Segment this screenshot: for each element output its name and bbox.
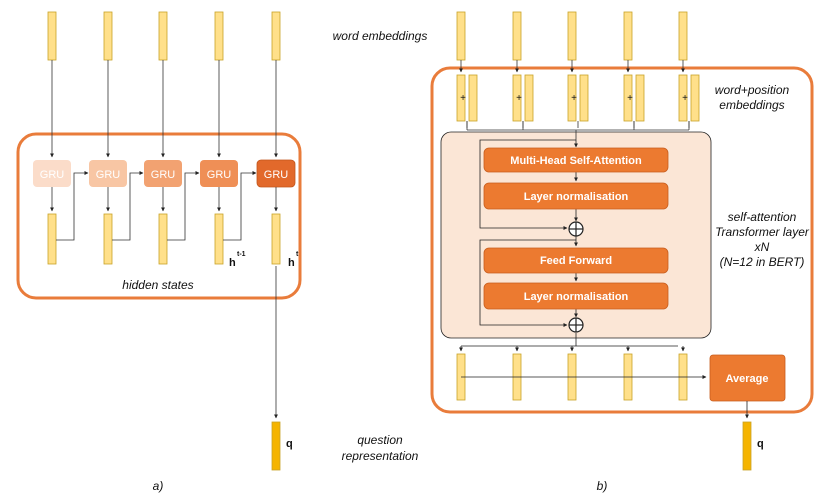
layer-normalisation-block-1 — [483, 182, 669, 210]
gru-cell-3: GRU — [200, 160, 238, 187]
panel-b-word-embedding-vectors — [456, 11, 688, 73]
word-vector-b-3 — [623, 11, 633, 61]
multi-head-self-attention-label: Multi-Head Self-Attention — [510, 155, 642, 167]
gru-cell-2: GRU — [144, 160, 182, 187]
gru-cell-1: GRU — [89, 160, 127, 187]
gru-label-2: GRU — [151, 169, 176, 181]
plus-sign-3: + — [627, 93, 633, 104]
panel-b-frame — [430, 66, 814, 414]
h-prev-superscript: t-1 — [237, 251, 246, 258]
panel-a-input-arrows — [50, 60, 278, 158]
word-pos-vector-2 — [567, 74, 577, 122]
panel-b-position-embeddings: + + + + + — [456, 74, 700, 140]
gru-label-4: GRU — [264, 169, 289, 181]
word-vector-a-0 — [47, 11, 57, 61]
position-vector-3 — [635, 74, 645, 122]
average-label: Average — [725, 373, 768, 385]
feed-forward-label: Feed Forward — [540, 255, 612, 267]
hidden-vector-0 — [47, 213, 57, 265]
gru-label-1: GRU — [96, 169, 121, 181]
h-prev-label: h — [229, 257, 236, 269]
word-pos-vector-0 — [456, 74, 466, 122]
position-vector-0 — [468, 74, 478, 122]
position-vector-2 — [579, 74, 589, 122]
panel-a-q-vector — [271, 421, 281, 471]
position-vector-1 — [524, 74, 534, 122]
word-pos-vector-3 — [623, 74, 633, 122]
sa-label-line1: self-attention — [728, 210, 797, 224]
sa-label-line3: xN — [754, 240, 770, 254]
sa-label-line4: (N=12 in BERT) — [720, 255, 805, 269]
hidden-vector-3 — [214, 213, 224, 265]
hidden-vector-4 — [271, 213, 281, 265]
gru-cell-4: GRU — [256, 159, 296, 188]
word-position-label-line1: word+position — [715, 83, 790, 97]
panel-b-output-arrows — [459, 346, 685, 352]
residual-add-icon-1 — [568, 221, 584, 237]
residual-add-icon-2 — [568, 317, 584, 333]
panel-a-gru-cells: GRU GRU GRU GRU GRU — [33, 159, 296, 188]
word-pos-vector-4 — [678, 74, 688, 122]
panel-b-caption: b) — [597, 479, 608, 493]
position-vector-4 — [690, 74, 700, 122]
multi-head-self-attention-block — [483, 147, 669, 173]
panel-a-caption: a) — [153, 479, 164, 493]
plus-sign-1: + — [516, 93, 522, 104]
question-label-line1: question — [357, 433, 403, 447]
word-vector-a-1 — [103, 11, 113, 61]
word-position-label-line2: embeddings — [719, 98, 784, 112]
hidden-states-label: hidden states — [122, 278, 193, 292]
word-vector-b-2 — [567, 11, 577, 61]
panel-a-hidden-states — [47, 171, 281, 265]
panel-b-q-label: q — [757, 438, 764, 450]
sa-label-line2: Transformer layer — [715, 225, 810, 239]
word-pos-vector-1 — [512, 74, 522, 122]
panel-a-word-embedding-vectors — [47, 11, 281, 61]
word-embeddings-label: word embeddings — [333, 29, 428, 43]
layer-normalisation-label-2: Layer normalisation — [524, 291, 629, 303]
gru-cell-0: GRU — [33, 160, 71, 187]
panel-b-q-vector — [742, 421, 752, 471]
panel-b: + + + + + word+position embeddings Multi-Hea… — [430, 11, 814, 493]
word-vector-a-4 — [271, 11, 281, 61]
feed-forward-block — [483, 247, 669, 274]
plus-sign-4: + — [682, 93, 688, 104]
layer-normalisation-block-2 — [483, 282, 669, 310]
panel-a-q-label: q — [286, 438, 293, 450]
hidden-vector-2 — [158, 213, 168, 265]
panel-a-frame — [16, 132, 302, 300]
word-vector-b-1 — [512, 11, 522, 61]
h-curr-label: h — [288, 257, 295, 269]
plus-sign-2: + — [571, 93, 577, 104]
word-vector-b-0 — [456, 11, 466, 61]
word-vector-b-4 — [678, 11, 688, 61]
plus-sign-0: + — [460, 93, 466, 104]
average-block — [709, 354, 786, 402]
word-vector-a-3 — [214, 11, 224, 61]
layer-normalisation-label-1: Layer normalisation — [524, 191, 629, 203]
gru-label-3: GRU — [207, 169, 232, 181]
word-vector-a-2 — [158, 11, 168, 61]
h-curr-superscript: t — [296, 251, 299, 258]
question-label-line2: representation — [342, 449, 419, 463]
hidden-vector-1 — [103, 213, 113, 265]
gru-label-0: GRU — [40, 169, 65, 181]
